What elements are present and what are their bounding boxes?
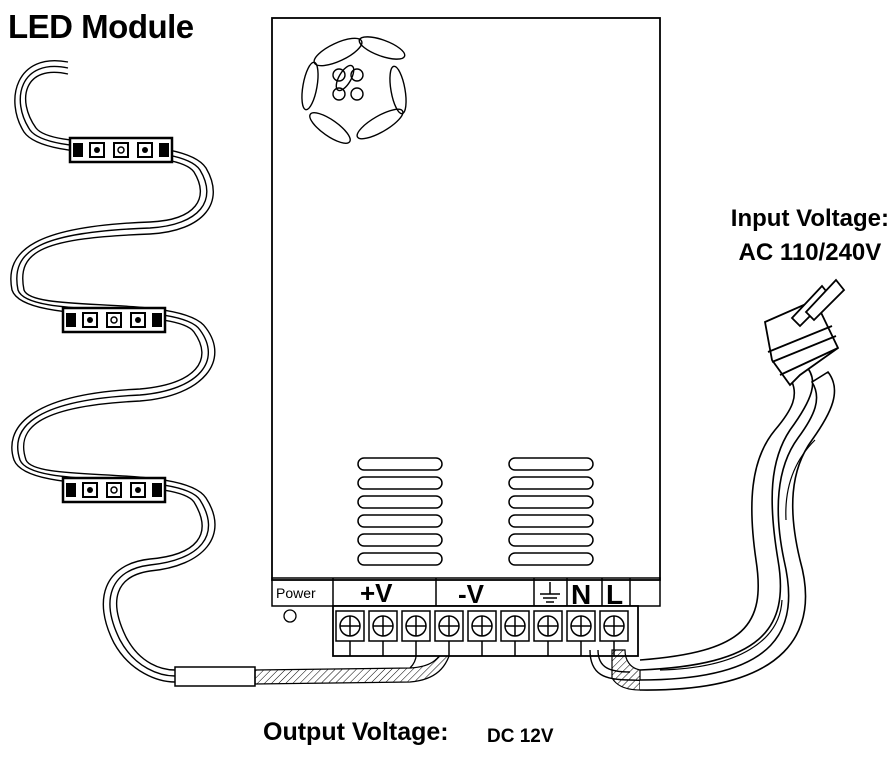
led-module	[61, 306, 167, 334]
vent-slots-right	[508, 457, 594, 566]
screw-terminal	[599, 610, 629, 656]
diagram-title: LED Module	[8, 8, 194, 45]
led-module	[68, 136, 174, 164]
input-voltage-value: AC 110/240V	[738, 239, 882, 266]
ground-symbol	[540, 582, 560, 603]
output-voltage-label: Output Voltage:	[263, 718, 449, 746]
terminal-block	[332, 605, 639, 657]
terminal-label-l: L	[606, 579, 623, 610]
terminal-label-minus-v: -V	[458, 579, 485, 609]
screw-terminal	[533, 610, 563, 656]
screw-terminal	[467, 610, 497, 656]
power-supply: Power +V -V N L	[271, 17, 661, 657]
vent-slots-left	[357, 457, 443, 566]
terminal-label-plus-v: +V	[360, 578, 393, 608]
power-indicator	[283, 609, 297, 623]
screw-terminal	[500, 610, 530, 656]
input-voltage-caption: Input Voltage: AC 110/240V	[731, 202, 889, 270]
screw-terminal	[566, 610, 596, 656]
screw-terminal	[434, 610, 464, 656]
screw-terminal	[368, 610, 398, 656]
output-voltage-value: DC 12V	[487, 726, 554, 747]
ac-plug	[763, 278, 846, 387]
ac-input-cable	[589, 363, 836, 691]
screw-terminal	[335, 610, 365, 656]
terminal-label-power: Power	[276, 585, 316, 601]
led-module	[61, 476, 167, 504]
terminal-label-n: N	[571, 579, 591, 610]
fan-grille	[301, 36, 407, 144]
input-voltage-label: Input Voltage:	[730, 205, 889, 232]
screw-terminal	[401, 610, 431, 656]
